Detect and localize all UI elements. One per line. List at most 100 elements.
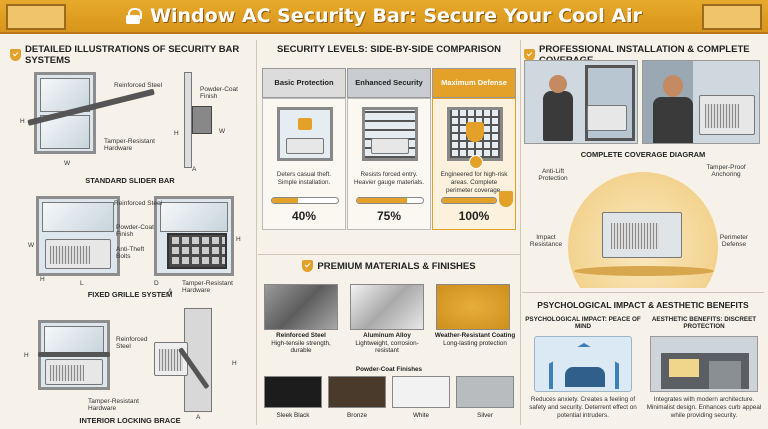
dimension-w: W	[28, 242, 35, 249]
label-anti-lift: Anti-Lift Protection	[538, 168, 568, 183]
caption-slider-bar: Standard Slider Bar	[85, 176, 175, 185]
level-progress-fill	[442, 198, 496, 203]
ac-vent	[705, 104, 739, 128]
levels-table: Basic Protection Deters casual theft. Si…	[262, 68, 516, 232]
installer-figure	[543, 91, 573, 141]
level-percent: 40%	[291, 209, 317, 223]
level-progress-fill	[357, 198, 407, 203]
psych-impact-card: Psychological Impact: Peace of Mind Redu…	[524, 316, 642, 426]
window-frame	[154, 196, 234, 276]
ac-vent	[50, 246, 90, 264]
material-desc: Long-lasting protection	[443, 340, 507, 347]
psych-left-title: Psychological Impact: Peace of Mind	[525, 316, 641, 330]
ac-unit	[699, 95, 755, 135]
psych-header-text: Psychological Impact & Aesthetic Benefit…	[537, 300, 749, 310]
dimension-h: H	[20, 118, 25, 125]
shield-icon	[466, 122, 484, 142]
ac-unit	[371, 138, 409, 154]
page-title: Window AC Security Bar: Secure Your Cool…	[150, 5, 642, 27]
level-basic: Deters casual theft. Simple installation…	[262, 98, 346, 230]
ac-unit	[602, 212, 682, 258]
dimension-w: W	[219, 128, 226, 135]
label-tamper-resistant: Tamper-Resistant Hardware	[88, 398, 139, 413]
illustrations-panel: Detailed Illustrations of Security Bar S…	[4, 38, 256, 427]
material-steel-swatch	[264, 284, 338, 330]
column-divider	[520, 40, 521, 425]
psych-header: Psychological Impact & Aesthetic Benefit…	[522, 300, 764, 310]
finish-swatch-bronze	[328, 376, 386, 408]
level-progress-fill	[272, 198, 299, 203]
installer-photo-1	[524, 60, 638, 144]
materials-header: Premium Materials & Finishes	[258, 260, 520, 272]
shield-icon	[302, 260, 314, 272]
label-reinforced-steel: Reinforced Steel	[114, 82, 163, 89]
materials-header-text: Premium Materials & Finishes	[317, 260, 476, 272]
label-impact-resistance: Impact Resistance	[529, 234, 563, 249]
material-name: Weather-Resistant Coating	[434, 332, 516, 339]
material-name: Reinforced Steel	[276, 332, 326, 339]
level-title: Maximum Defense	[441, 77, 507, 87]
level-title: Enhanced Security	[355, 77, 423, 87]
window-pane	[42, 202, 114, 232]
column-divider	[256, 40, 257, 425]
illustrations-header: Detailed Illustrations of Security Bar S…	[10, 44, 256, 66]
installer-photo-2	[642, 60, 760, 144]
dimension-h: H	[232, 360, 237, 367]
dimension-h: H	[24, 352, 29, 359]
finish-name: Silver	[477, 412, 493, 419]
level-progress-bar	[356, 197, 424, 204]
psych-left-desc: Reduces anxiety. Creates a feeling of sa…	[529, 396, 637, 419]
dimension-a: A	[168, 288, 173, 295]
material-aluminum-swatch	[350, 284, 424, 330]
finishes-title: Powder-Coat Finishes	[355, 366, 423, 373]
label-reinforced-steel: Reinforced Steel	[116, 336, 148, 351]
ac-vent	[611, 223, 659, 249]
material-desc: Lightweight, corrosion-resistant	[355, 340, 419, 354]
levels-header-text: Security Levels: Side-by-Side Comparison	[277, 44, 501, 55]
installation-panel: Professional Installation & Complete Cov…	[522, 38, 764, 427]
finish-name: Bronze	[347, 412, 367, 419]
level-basic-header: Basic Protection	[262, 68, 346, 98]
lock-icon	[126, 8, 143, 24]
label-anti-theft-bolts: Anti-Theft Bolts	[116, 246, 145, 261]
family-house-image	[534, 336, 632, 392]
materials-list: Reinforced Steel High-tensile strength, …	[264, 284, 516, 364]
window-with-grille	[447, 107, 503, 161]
level-percent: 75%	[376, 209, 402, 223]
slider-bar-illustration: H W Reinforced Steel Tamper-Resistant Ha…	[4, 58, 256, 188]
section-divider	[258, 254, 520, 255]
brace-illustration: Reinforced Steel Tamper-Resistant Hardwa…	[4, 306, 256, 426]
dimension-h: H	[40, 276, 45, 283]
dimension-l: L	[80, 280, 84, 287]
material-name: Aluminum Alloy	[363, 332, 411, 339]
installer-head	[549, 75, 567, 93]
level-description: Engineered for high-risk areas. Complete…	[440, 171, 508, 194]
shield-icon	[524, 49, 535, 61]
ac-unit	[587, 105, 627, 131]
ac-unit	[286, 138, 324, 154]
dimension-h: H	[174, 130, 179, 137]
window-frame	[34, 72, 96, 154]
level-title: Basic Protection	[274, 77, 334, 87]
house-window	[669, 359, 699, 377]
finish-name: Sleek Black	[276, 412, 310, 419]
level-enhanced-header: Enhanced Security	[347, 68, 431, 98]
ac-unit	[45, 359, 103, 385]
title-banner: Window AC Security Bar: Secure Your Cool…	[0, 0, 768, 34]
level-maximum-header: Maximum Defense	[432, 68, 516, 98]
shield-icon	[10, 49, 21, 61]
level-progress-bar	[441, 197, 497, 204]
material-coating-swatch	[436, 284, 510, 330]
family-figures	[565, 367, 605, 387]
aesthetic-benefits-card: Aesthetic Benefits: Discreet Protection …	[644, 316, 764, 426]
label-tamper-resistant: Tamper-Resistant Hardware	[104, 138, 155, 153]
dimension-w: W	[64, 160, 71, 167]
finish-swatch-silver	[456, 376, 514, 408]
window-pane	[160, 202, 228, 232]
psych-right-title: Aesthetic Benefits: Discreet Protection	[651, 316, 757, 330]
level-progress-bar	[271, 197, 339, 204]
label-tamper-proof: Tamper-Proof Anchoring	[706, 164, 746, 179]
material-desc: High-tensile strength, durable	[271, 340, 331, 354]
padlock-icon	[298, 118, 312, 130]
modern-house-image	[650, 336, 758, 392]
